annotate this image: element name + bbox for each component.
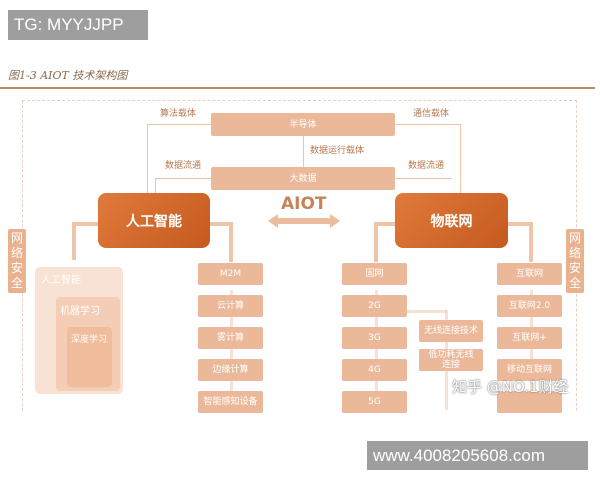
ai-tech-item: 智能感知设备: [198, 391, 263, 413]
connector: [72, 222, 98, 226]
connector: [529, 222, 533, 262]
connector: [303, 136, 304, 167]
connector: [374, 222, 378, 262]
internet-item: 移动互联网: [497, 359, 562, 381]
ai-nested-inner-label: 深度学习: [71, 335, 108, 345]
bigdata-box: 大数据: [211, 167, 395, 190]
internet-item: [497, 391, 562, 413]
connector: [210, 222, 232, 226]
connector: [395, 124, 461, 125]
wireless-item: 低功耗无线连接: [419, 349, 483, 371]
security-left: 网络安全: [8, 229, 26, 293]
watermark-bottom: www.4008205608.com: [367, 441, 588, 470]
watermark-top: TG: MYYJJPP: [8, 10, 148, 40]
security-right: 网络安全: [566, 229, 584, 293]
connector: [72, 222, 76, 260]
flow-left-label: 数据流通: [165, 161, 202, 171]
connector: [230, 290, 233, 410]
zhihu-watermark: 知乎 @NO.1财经: [452, 378, 569, 396]
internet-item: 互联网+: [497, 327, 562, 349]
network-item: 4G: [342, 359, 407, 381]
flow-right-label: 数据流通: [408, 161, 445, 171]
connector: [229, 222, 233, 262]
security-left-text: 网络安全: [10, 231, 23, 290]
connector: [508, 222, 533, 226]
internet-item: 互联网: [497, 263, 562, 285]
ai-tech-item: M2M: [198, 263, 263, 285]
connector: [395, 178, 452, 179]
bidirectional-arrow-icon: [268, 213, 340, 228]
ai-nested-inner: 深度学习: [67, 327, 112, 387]
ai-tech-item: 云计算: [198, 295, 263, 317]
connector: [155, 178, 156, 193]
network-item: 固网: [342, 263, 407, 285]
ai-nested-middle: 机器学习 深度学习: [56, 297, 120, 391]
network-item: 3G: [342, 327, 407, 349]
connector: [147, 124, 211, 125]
algo-carrier-label: 算法载体: [160, 109, 197, 119]
ai-box: 人工智能: [98, 193, 210, 248]
semiconductor-box: 半导体: [211, 113, 395, 136]
iot-box: 物联网: [395, 193, 508, 248]
ai-nested-outer: 人工智能 机器学习 深度学习: [35, 267, 123, 394]
connector: [530, 290, 533, 410]
ai-tech-item: 雾计算: [198, 327, 263, 349]
ai-tech-item: 边缘计算: [198, 359, 263, 381]
data-run-carrier-label: 数据运行载体: [310, 146, 365, 156]
aiot-label: AIOT: [281, 194, 327, 214]
connector: [147, 124, 148, 193]
figure-title: 图1-3 AIOT 技术架构图: [8, 69, 128, 82]
wireless-item: 无线连接技术: [419, 320, 483, 342]
connector: [375, 290, 378, 410]
internet-item: 互联网2.0: [497, 295, 562, 317]
security-right-text: 网络安全: [568, 231, 581, 290]
ai-nested-outer-label: 人工智能: [41, 275, 81, 286]
ai-nested-middle-label: 机器学习: [60, 306, 100, 317]
network-item: 5G: [342, 391, 407, 413]
network-item: 2G: [342, 295, 407, 317]
connector: [374, 222, 395, 226]
connector: [460, 124, 461, 193]
comm-carrier-label: 通信载体: [413, 109, 450, 119]
title-divider: [0, 87, 595, 89]
connector: [155, 178, 211, 179]
connector: [407, 310, 447, 313]
